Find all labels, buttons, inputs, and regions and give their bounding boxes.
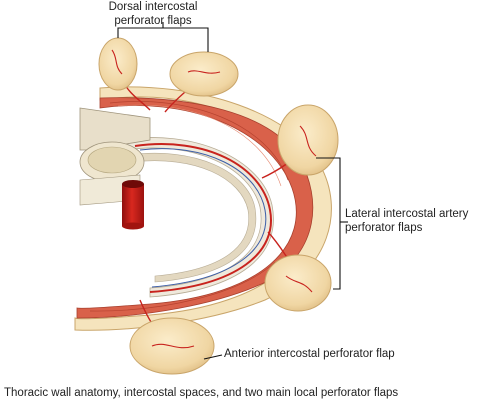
anterior-flap xyxy=(129,317,215,375)
dorsal-label-line-1: Dorsal intercostal xyxy=(108,1,198,13)
lateral-label-line-2: perforator flaps xyxy=(345,222,423,234)
dorsal-label-line-2: perforator flaps xyxy=(114,15,192,27)
dorsal-flap-2 xyxy=(169,51,239,97)
figure-caption: Thoracic wall anatomy, intercostal space… xyxy=(4,387,399,399)
vertebra xyxy=(79,107,151,206)
leader-lines xyxy=(117,22,348,360)
anterior-flap-label: Anterior intercostal perforator flap xyxy=(224,348,395,360)
lateral-flaps-label: Lateral intercostal artery perforator fl… xyxy=(345,207,485,235)
dorsal-flap-1 xyxy=(98,37,138,91)
lateral-flap-1 xyxy=(277,104,339,176)
lateral-flap-2 xyxy=(264,254,332,312)
dorsal-flaps-label: Dorsal intercostal perforator flaps xyxy=(78,0,228,28)
lateral-label-line-1: Lateral intercostal artery xyxy=(345,208,469,220)
aorta xyxy=(122,180,144,230)
